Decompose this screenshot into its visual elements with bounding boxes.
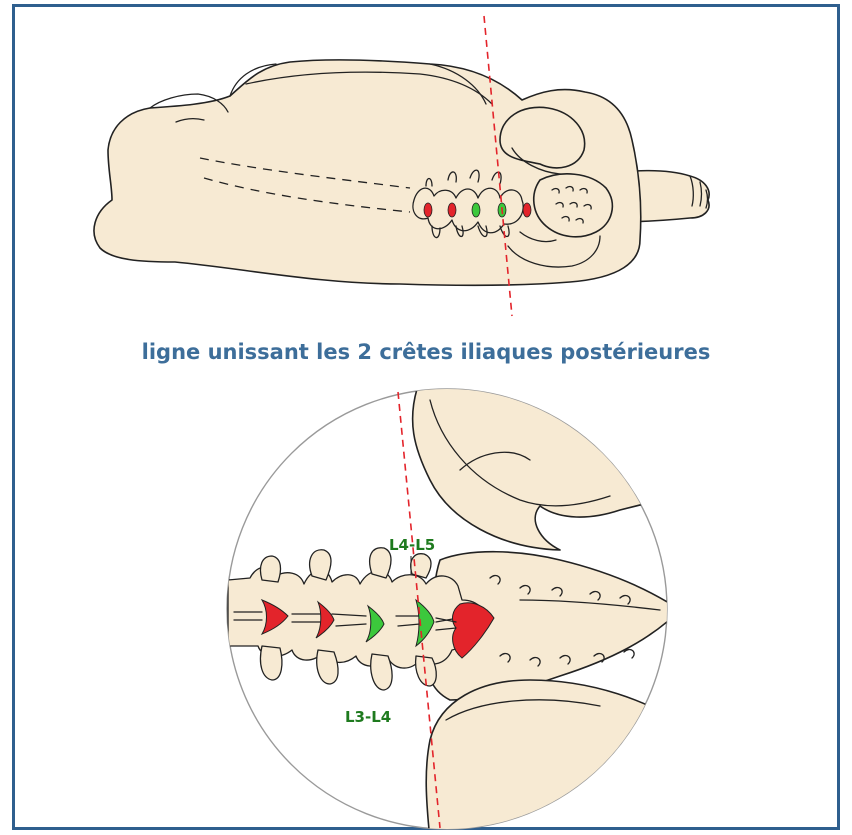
space-2: [448, 203, 456, 217]
label-l4-l5: L4-L5: [389, 536, 435, 554]
iliac-wing-lower: [426, 680, 690, 835]
space-5: [523, 203, 531, 217]
space-1: [424, 203, 432, 217]
label-l3-l4: L3-L4: [345, 708, 391, 726]
zoom-circle: L4-L5 L3-L4: [227, 370, 690, 835]
figure-caption: ligne unissant les 2 crêtes iliaques pos…: [0, 340, 852, 364]
patient-body: [94, 60, 641, 285]
patient-lateral-view: [94, 16, 709, 316]
space-3: [472, 203, 480, 217]
